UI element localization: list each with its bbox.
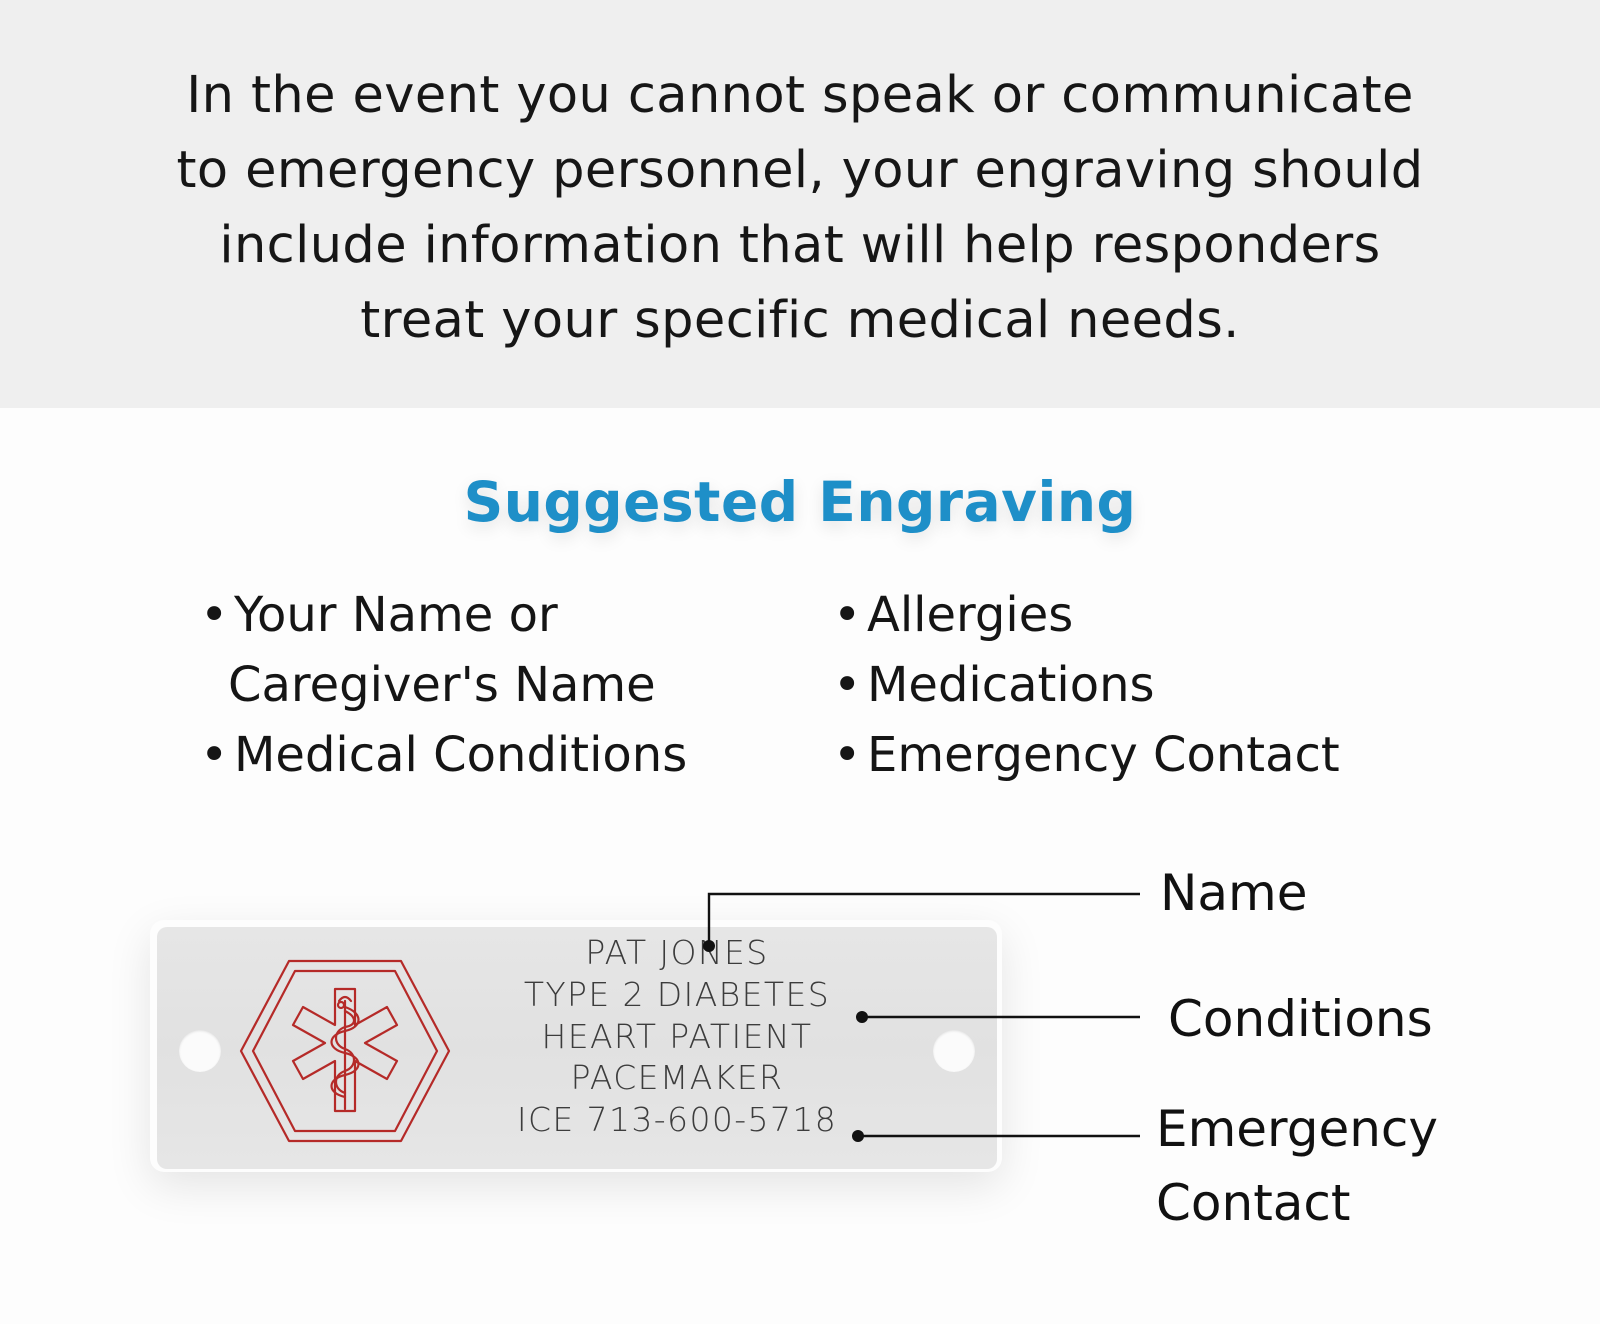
suggestion-text: Allergies	[867, 587, 1074, 643]
intro-text-line: treat your specific medical needs.	[360, 291, 1240, 350]
suggestion-item-conditions: •Medical Conditions	[200, 720, 687, 790]
star-of-life-icon	[239, 959, 451, 1143]
suggestion-text: Your Name or	[234, 587, 558, 643]
medical-id-tag: PAT JONES TYPE 2 DIABETES HEART PATIENT …	[157, 927, 997, 1169]
bullet-icon: •	[200, 587, 229, 643]
suggestion-item-allergies: •Allergies	[833, 580, 1073, 650]
tag-hole-right	[933, 1030, 975, 1072]
suggestion-text: Medical Conditions	[234, 727, 688, 783]
callout-label-conditions: Conditions	[1168, 990, 1433, 1048]
intro-text-line: include information that will help respo…	[219, 216, 1381, 275]
suggestion-text: Emergency Contact	[867, 727, 1340, 783]
tag-hole-left	[179, 1030, 221, 1072]
callout-label-emergency: Emergency	[1156, 1100, 1439, 1158]
bullet-icon: •	[833, 657, 862, 713]
intro-text-line: In the event you cannot speak or communi…	[186, 66, 1414, 125]
suggestion-item-emergency-contact: •Emergency Contact	[833, 720, 1340, 790]
bullet-icon: •	[833, 727, 862, 783]
engraving-line-condition: HEART PATIENT	[541, 1017, 813, 1056]
intro-banner: In the event you cannot speak or communi…	[0, 0, 1600, 408]
callout-label-contact: Contact	[1156, 1174, 1351, 1232]
engraving-line-emergency-contact: ICE 713-600-5718	[516, 1100, 838, 1139]
bullet-icon: •	[200, 727, 229, 783]
suggestion-text: Medications	[867, 657, 1155, 713]
engraving-line-condition: TYPE 2 DIABETES	[523, 975, 831, 1014]
suggestion-item-name: •Your Name or	[200, 580, 558, 650]
callout-label-name: Name	[1160, 864, 1308, 922]
suggestion-item-name-continued: Caregiver's Name	[228, 650, 656, 720]
engraving-line-name: PAT JONES	[585, 933, 769, 972]
suggestion-item-medications: •Medications	[833, 650, 1155, 720]
intro-text-line: to emergency personnel, your engraving s…	[176, 141, 1424, 200]
engraving-line-condition: PACEMAKER	[570, 1058, 784, 1097]
bullet-icon: •	[833, 587, 862, 643]
suggestion-text: Caregiver's Name	[228, 657, 656, 713]
section-heading: Suggested Engraving	[463, 470, 1137, 534]
